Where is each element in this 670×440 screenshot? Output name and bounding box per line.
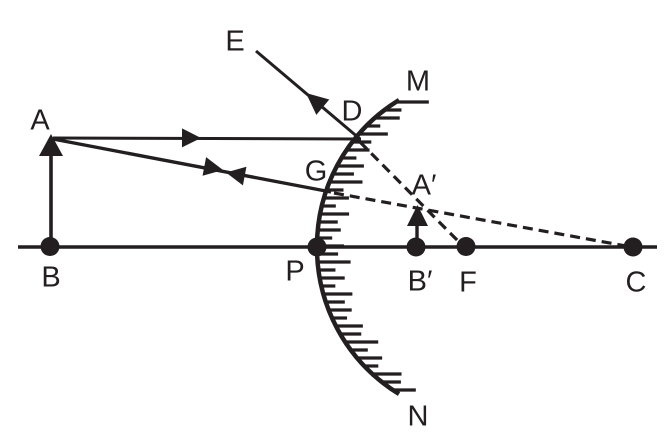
point-dot-C xyxy=(623,237,643,257)
point-dot-F xyxy=(456,237,476,256)
object-arrow-head xyxy=(39,134,63,156)
virtual-extension-G-to-C xyxy=(333,191,627,248)
incident-parallel-ray xyxy=(52,136,362,141)
point-dot-P xyxy=(307,237,327,257)
label-P: P xyxy=(285,255,304,287)
incident-parallel-ray-arrowhead-0 xyxy=(181,128,201,148)
point-dot-B-prime xyxy=(406,237,426,257)
point-dot-B xyxy=(40,237,60,256)
image-arrow-head xyxy=(407,205,428,226)
label-B-prime: B′ xyxy=(408,265,433,297)
incident-ray-toward-C xyxy=(52,137,332,194)
label-G: G xyxy=(305,155,328,187)
label-F: F xyxy=(459,266,477,298)
incident-ray-toward-C-arrowhead-1 xyxy=(226,166,247,186)
incident-ray-toward-C-arrowhead-0 xyxy=(202,157,223,176)
label-A: A xyxy=(30,104,50,136)
reflected-ray-to-E-arrowhead-0 xyxy=(306,93,330,115)
label-A-prime: A′ xyxy=(412,169,437,201)
label-E: E xyxy=(225,25,244,57)
label-B: B xyxy=(41,261,60,293)
label-N: N xyxy=(408,400,429,432)
virtual-extension-D-to-F xyxy=(358,140,464,247)
label-D: D xyxy=(342,95,363,127)
label-M: M xyxy=(406,65,430,97)
label-C: C xyxy=(626,266,647,298)
